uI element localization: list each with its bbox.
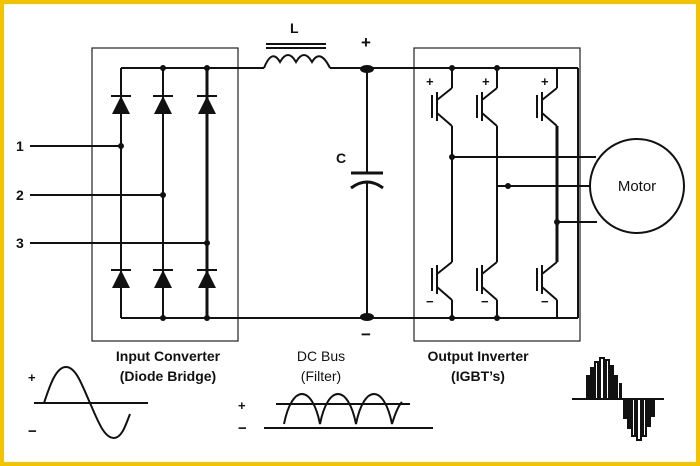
igbt-minus-1: − [426,294,434,309]
rectified-dc-waveform [264,393,433,429]
ripple-plus-sign: + [238,398,246,413]
igbt-plus-3: + [541,74,549,89]
capacitor [350,69,384,317]
igbt-minus-3: − [541,294,549,309]
input-3-label: 3 [16,235,24,251]
bus-plus-sign: + [361,33,371,52]
input-2-label: 2 [16,187,24,203]
inductor-label: L [290,20,299,36]
dc-rails [121,65,578,321]
igbt-plus-1: + [426,74,434,89]
capacitor-label: C [336,150,346,166]
igbt-minus-2: − [481,294,489,309]
sine-plus-sign: + [28,370,36,385]
igbt-plus-2: + [482,74,490,89]
pwm-waveform [572,357,664,441]
sine-minus-sign: − [28,423,37,440]
input-converter-subtitle: (Diode Bridge) [120,368,216,384]
motor-label: Motor [618,178,656,195]
dc-bus-title: DC Bus [297,348,345,364]
output-inverter-subtitle: (IGBT’s) [451,368,505,384]
dc-bus-subtitle: (Filter) [301,368,341,384]
input-converter-title: Input Converter [116,348,221,364]
motor-circle [589,138,685,234]
ripple-minus-sign: − [238,420,247,437]
output-inverter-box [413,47,581,342]
output-inverter-title: Output Inverter [427,348,529,364]
bus-minus-sign: − [361,325,371,344]
diode-bridge [111,68,217,318]
input-1-label: 1 [16,138,24,154]
igbt-inverter [431,68,597,318]
ac-sine-waveform [34,365,148,440]
inductor [263,43,331,69]
